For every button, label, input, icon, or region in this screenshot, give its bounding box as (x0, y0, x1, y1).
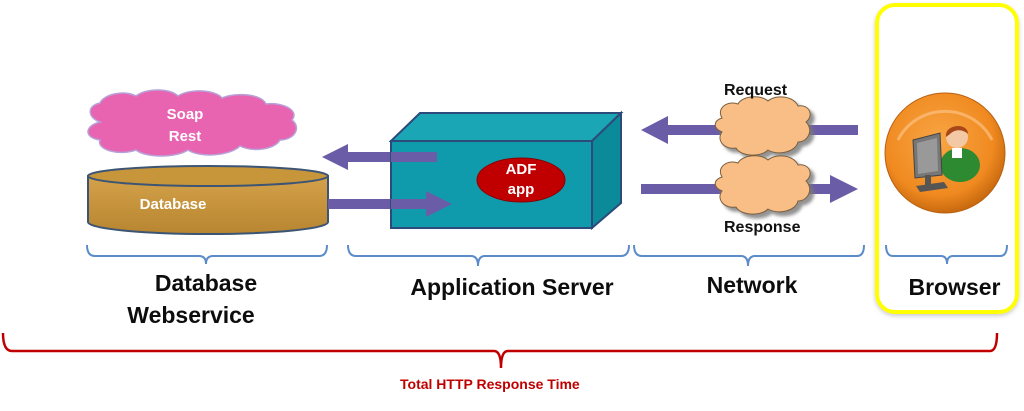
database-cylinder (87, 165, 329, 235)
brace-application-server (347, 244, 630, 267)
total-http-response-time-label: Total HTTP Response Time (400, 376, 580, 392)
webservice-cloud (87, 89, 298, 157)
tier-label-webservice: Webservice (127, 302, 255, 328)
database-label: Database (139, 196, 207, 213)
user-at-computer-icon (884, 92, 1006, 214)
adf-app-ellipse (476, 157, 566, 203)
brace-browser (885, 244, 1008, 265)
tier-label-browser: Browser (908, 274, 1001, 300)
brace-network (633, 244, 865, 267)
response-label: Response (724, 219, 801, 236)
soap-label: Soap (166, 106, 204, 123)
brace-total-http-response-time (1, 332, 999, 369)
tier-label-application-server: Application Server (410, 274, 614, 300)
request-label: Request (724, 82, 788, 99)
adf-label: ADF (505, 161, 537, 178)
request-cloud (714, 96, 811, 156)
tier-label-network: Network (706, 272, 798, 298)
response-cloud (714, 155, 811, 215)
rest-label: Rest (168, 128, 202, 145)
tier-label-database: Database (154, 270, 258, 296)
brace-database-webservice (86, 244, 328, 265)
app-label: app (507, 181, 535, 198)
